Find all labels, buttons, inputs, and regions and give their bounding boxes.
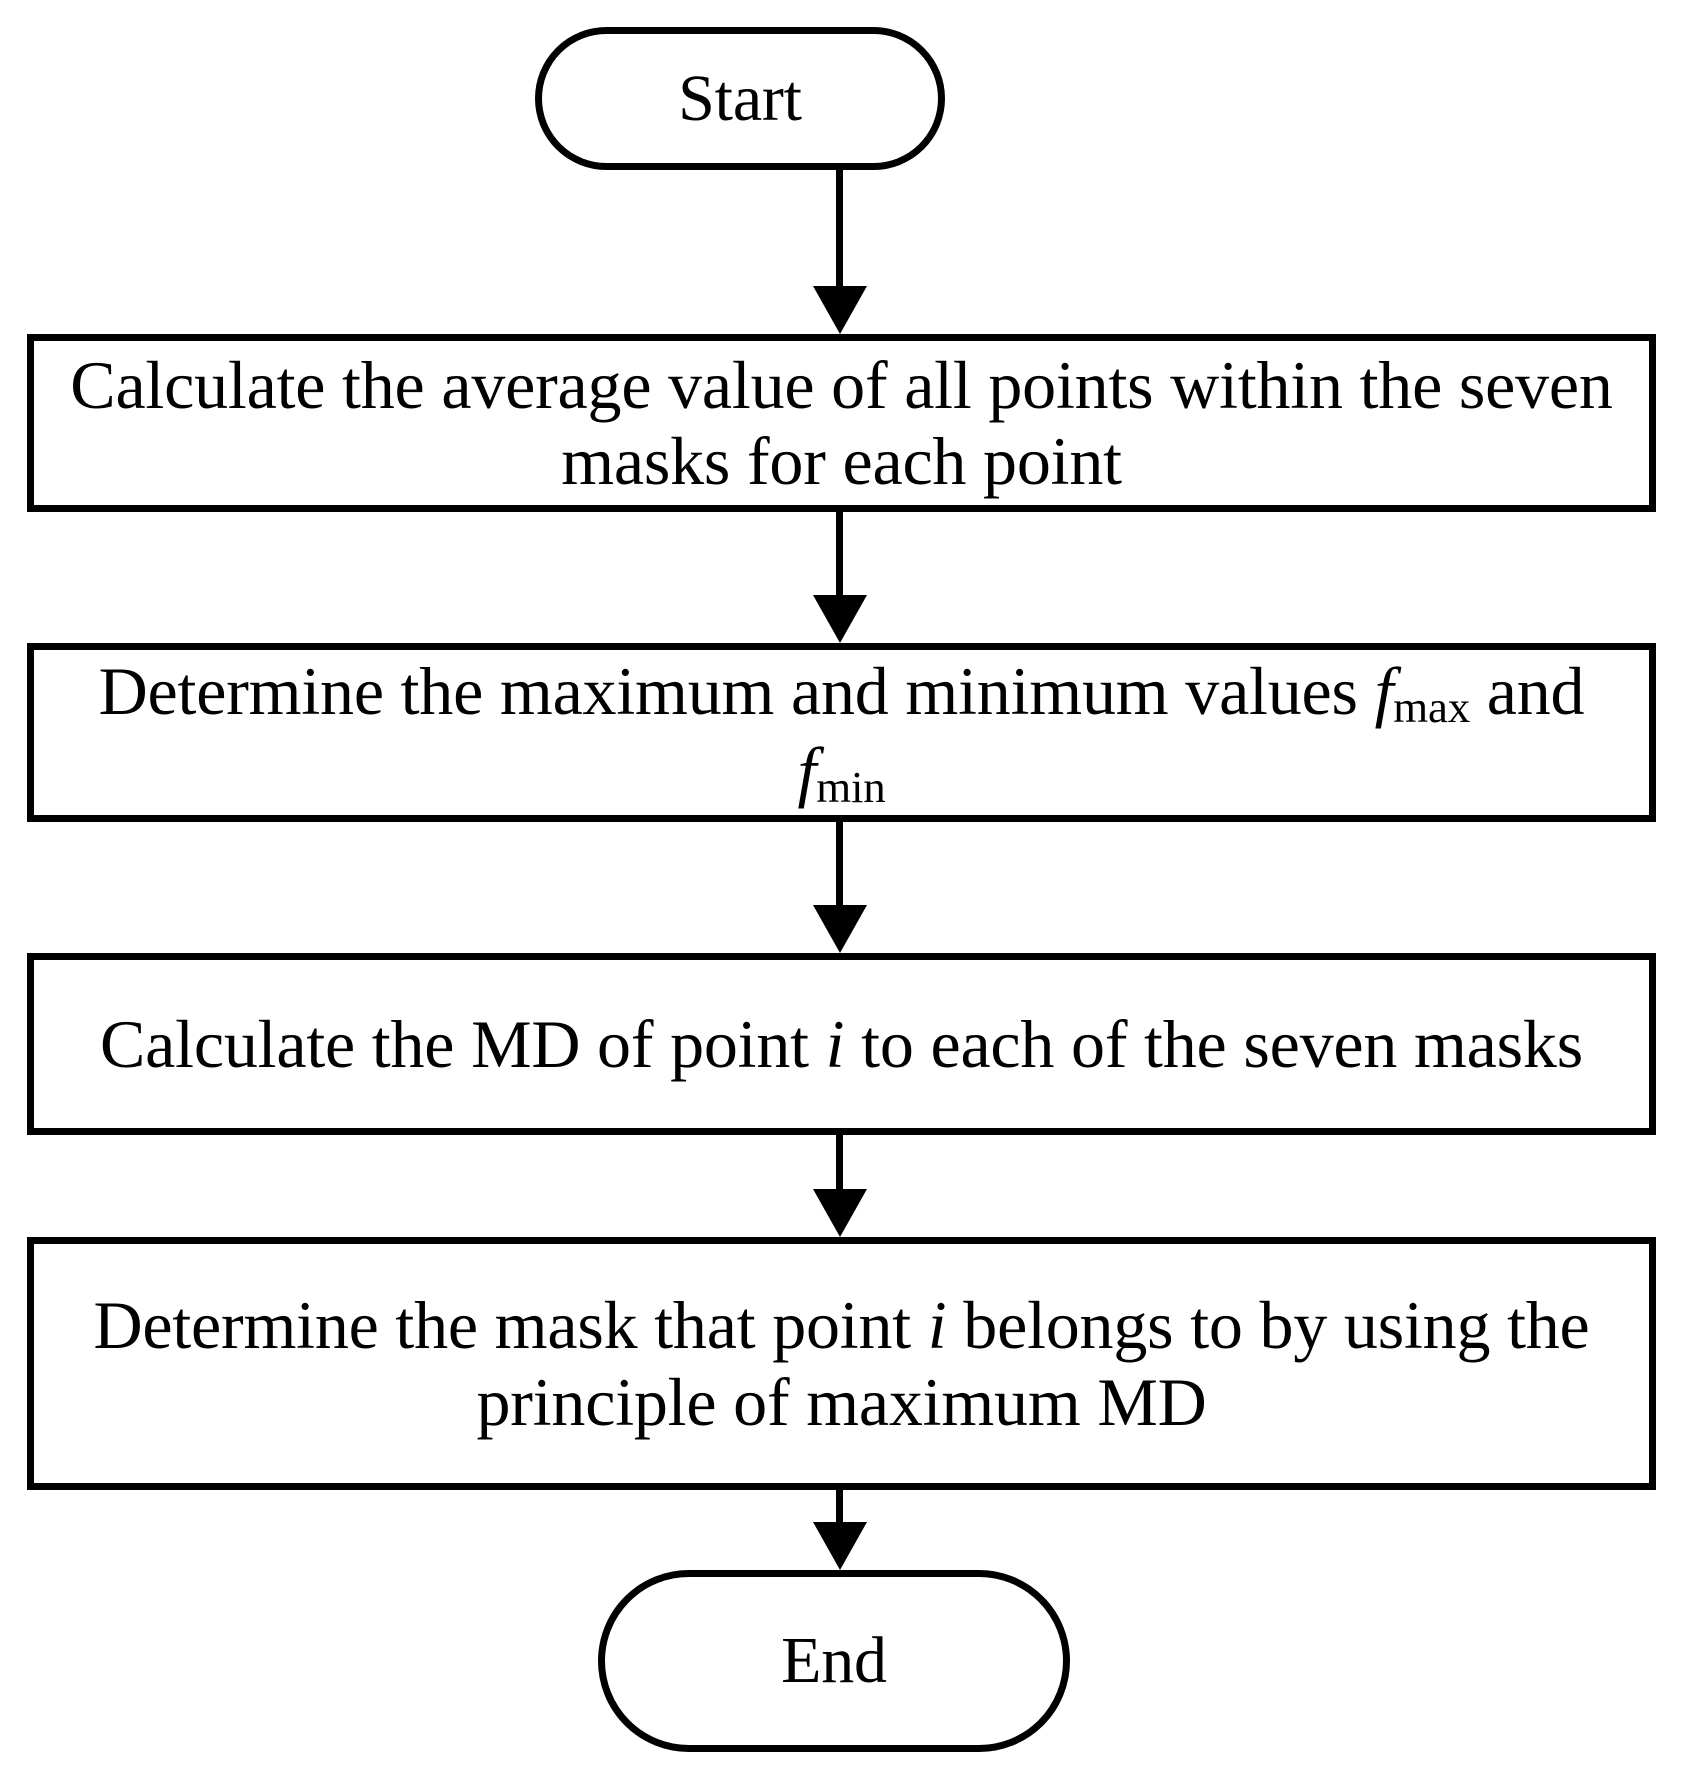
arrow-step4-to-end [812,1490,867,1570]
arrow-head-icon [812,1189,867,1237]
arrow-start-to-step1 [812,170,867,334]
node-end: End [598,1570,1070,1752]
arrow-step2-to-step3 [812,822,867,953]
node-step2: Determine the maximum and minimum values… [27,643,1656,822]
node-step2-text-prefix: Determine the maximum and minimum values [98,653,1375,730]
node-end-label: End [781,1624,887,1698]
node-step3-text-prefix: Calculate the MD of point [100,1005,826,1082]
node-step3: Calculate the MD of point i to each of t… [27,953,1656,1135]
node-step2-text-middle: and [1469,653,1585,730]
node-step2-math-fmin-sub: min [816,761,886,812]
arrow-head-icon [812,595,867,643]
arrow-head-icon [812,1522,867,1570]
arrow-head-icon [812,905,867,953]
node-step4-label: Determine the mask that point i belongs … [34,1287,1649,1439]
arrow-shaft [836,512,843,595]
node-step2-label: Determine the maximum and minimum values… [34,653,1649,812]
node-step2-math-fmin-var: f [797,732,817,809]
node-start: Start [535,27,945,170]
node-step4: Determine the mask that point i belongs … [27,1237,1656,1490]
arrow-shaft [836,1490,843,1522]
arrow-shaft [836,1135,843,1189]
node-step3-text-suffix: to each of the seven masks [844,1005,1583,1082]
arrow-step1-to-step2 [812,512,867,643]
node-step2-math-fmax-var: f [1374,653,1394,730]
node-step4-math-i-var: i [927,1287,947,1364]
node-step2-math-fmax-sub: max [1393,682,1470,733]
node-step1: Calculate the average value of all point… [27,334,1656,512]
node-step4-text-suffix: belongs to by using the principle of max… [476,1287,1590,1440]
arrow-shaft [836,822,843,905]
node-start-label: Start [678,61,802,135]
node-step1-label: Calculate the average value of all point… [70,346,1613,499]
node-step3-label: Calculate the MD of point i to each of t… [82,1006,1601,1082]
arrow-head-icon [812,286,867,334]
node-step4-text-prefix: Determine the mask that point [93,1287,928,1364]
node-step3-math-i-var: i [825,1005,845,1082]
arrow-step3-to-step4 [812,1135,867,1237]
arrow-shaft [836,170,843,286]
